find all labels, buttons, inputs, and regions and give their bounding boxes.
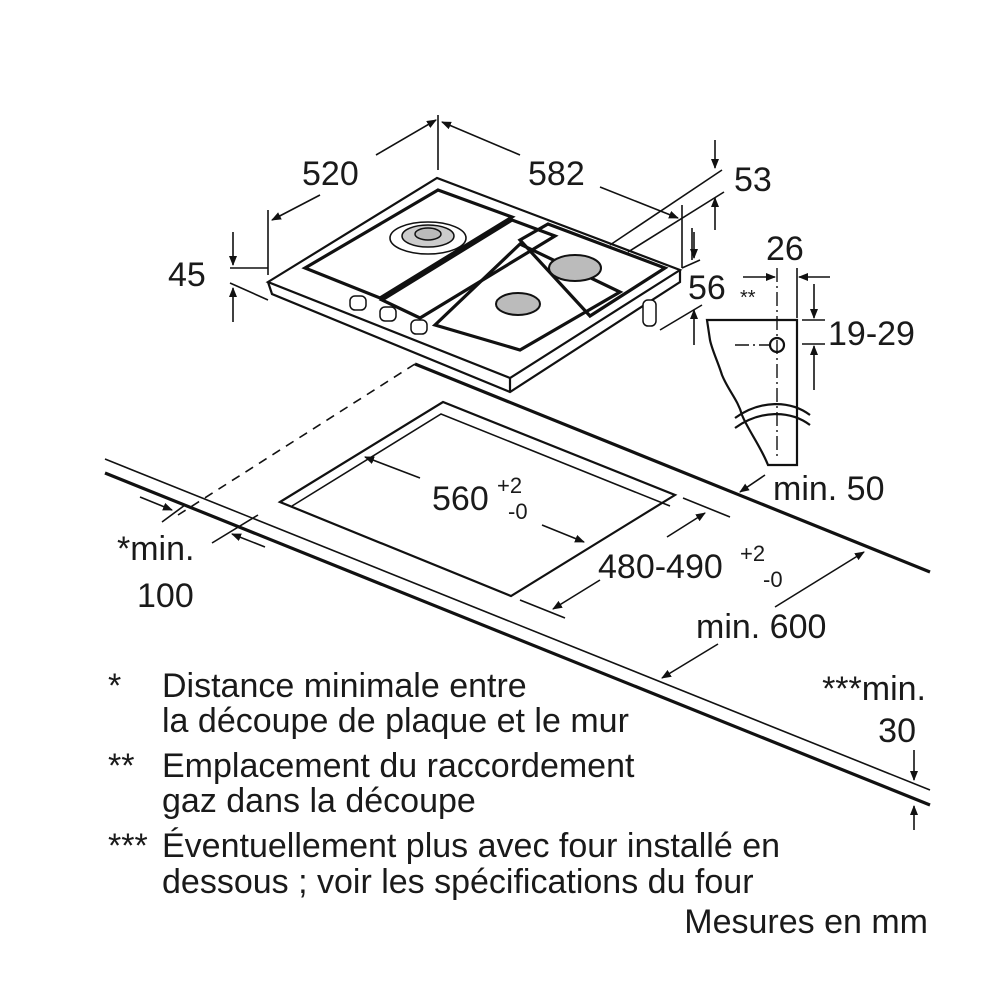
burner-right bbox=[548, 254, 602, 282]
units-note: Mesures en mm bbox=[684, 903, 928, 941]
note-1-line-2: la découpe de plaque et le mur bbox=[162, 702, 629, 740]
knob-1 bbox=[349, 295, 367, 311]
knob-3 bbox=[410, 319, 428, 335]
below-min-value: 30 bbox=[878, 712, 916, 750]
countertop-front-edge bbox=[104, 471, 931, 807]
ext-line bbox=[229, 282, 269, 301]
note-3-line-1: Éventuellement plus avec four installé e… bbox=[162, 827, 780, 865]
note-1-marker: * bbox=[108, 667, 121, 705]
dim-arrow bbox=[552, 579, 601, 610]
footnotes: * Distance minimale entre la découpe de … bbox=[108, 667, 928, 941]
dim-arrow bbox=[599, 186, 679, 219]
dim-arrow bbox=[661, 643, 719, 679]
ext-line bbox=[161, 504, 186, 523]
cutout-depth-tol-plus: +2 bbox=[740, 541, 765, 566]
ext-line bbox=[211, 514, 259, 544]
cutout-inner-edge bbox=[291, 413, 671, 507]
dim-arrow bbox=[541, 524, 585, 543]
rear-min-label: min. 50 bbox=[773, 470, 885, 508]
burner-front bbox=[495, 292, 541, 316]
wall-min-value: 100 bbox=[137, 577, 194, 615]
dim-gas-offset-label: 26 bbox=[766, 230, 804, 268]
cutout bbox=[277, 400, 678, 598]
grate-left-front bbox=[378, 218, 559, 320]
note-2-line-1: Emplacement du raccordement bbox=[162, 747, 635, 785]
ext-line bbox=[519, 599, 566, 619]
ext-line bbox=[627, 191, 725, 253]
countertop-back-edge bbox=[414, 362, 931, 574]
section-profile bbox=[705, 318, 799, 467]
dim-rear-height-label: 53 bbox=[734, 161, 772, 199]
countertop bbox=[104, 362, 931, 807]
countertop-top-front-edge bbox=[104, 458, 931, 791]
grate-right-front bbox=[431, 242, 624, 352]
note-3-marker: *** bbox=[108, 827, 148, 865]
dim-arrow bbox=[271, 194, 321, 221]
dim-arrow bbox=[774, 551, 865, 608]
cutout-dimension-lines bbox=[139, 456, 918, 830]
grate-right-rear bbox=[517, 222, 669, 319]
wall-min-label: *min. bbox=[117, 530, 194, 568]
dim-width-label: 582 bbox=[528, 155, 585, 193]
dim-arrow bbox=[739, 474, 766, 493]
dim-cutout-width-label: 560 bbox=[432, 480, 489, 518]
below-min-label: ***min. bbox=[822, 670, 926, 708]
note-1-line-1: Distance minimale entre bbox=[162, 667, 527, 705]
dim-gas-height-label: 19-29 bbox=[828, 315, 915, 353]
dim-arrow bbox=[666, 512, 706, 538]
note-2-line-2: gaz dans la découpe bbox=[162, 782, 476, 820]
note-3-line-2: dessous ; voir les spécifications du fou… bbox=[162, 863, 754, 901]
dim-arrow bbox=[231, 533, 266, 548]
dim-cutout-depth-label: 480-490 bbox=[598, 548, 723, 586]
knob-2 bbox=[379, 306, 397, 322]
gas-marker-label: ** bbox=[740, 287, 756, 309]
dim-arrow bbox=[441, 121, 521, 156]
dim-hob-height-label: 45 bbox=[168, 256, 206, 294]
cutout-depth-tol-minus: -0 bbox=[763, 567, 783, 592]
note-2-marker: ** bbox=[108, 747, 134, 785]
burner-large-cap bbox=[414, 227, 442, 241]
gas-hob bbox=[265, 176, 683, 394]
cutout-outline bbox=[277, 400, 678, 598]
control-knobs bbox=[349, 295, 428, 335]
cutout-width-tol-plus: +2 bbox=[497, 473, 522, 498]
gas-connection-section bbox=[705, 268, 830, 467]
grate-left-rear bbox=[301, 188, 516, 300]
break-line bbox=[734, 403, 811, 419]
ext-line bbox=[659, 304, 703, 331]
gas-connector bbox=[642, 299, 657, 327]
break-line bbox=[734, 413, 811, 429]
dim-arrow bbox=[375, 119, 437, 156]
cutout-width-tol-minus: -0 bbox=[508, 499, 528, 524]
burner-large-ring bbox=[389, 221, 467, 255]
dim-arrow bbox=[364, 456, 421, 479]
ext-line bbox=[681, 259, 701, 269]
counter-min-label: min. 600 bbox=[696, 608, 826, 646]
dim-depth-label: 520 bbox=[302, 155, 359, 193]
ext-line bbox=[682, 497, 731, 518]
dim-arrow bbox=[139, 496, 173, 511]
dim-side-height-label: 56 bbox=[688, 269, 726, 307]
hob-dimension-lines bbox=[229, 115, 725, 345]
ext-line bbox=[609, 169, 723, 246]
